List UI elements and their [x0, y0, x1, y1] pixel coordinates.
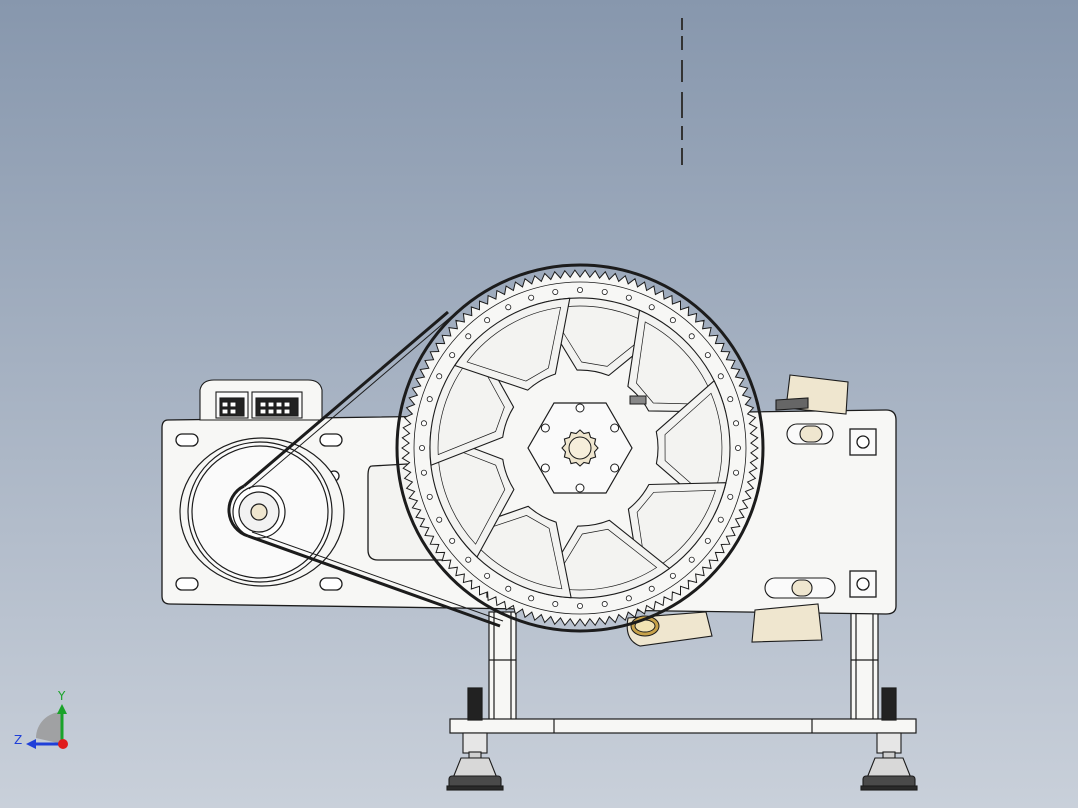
gear-bolt-hole	[648, 304, 655, 311]
gear-bolt-hole	[648, 585, 655, 592]
gear-bolt-hole	[426, 396, 433, 403]
leveling-feet	[446, 732, 918, 791]
gear-bolt-hole	[420, 469, 427, 476]
gear-bolt-hole	[727, 396, 734, 403]
gear-hub-bolt	[610, 423, 620, 433]
standoff-right	[850, 611, 879, 721]
gear-bolt-hole	[465, 333, 472, 340]
y-axis-label: Y	[57, 689, 66, 703]
gear-bolt-hole	[704, 352, 711, 359]
gear-bolt-hole	[727, 493, 734, 500]
belt-wrap	[395, 263, 765, 633]
gear-bolt-hole	[601, 288, 608, 295]
motor-connector	[199, 379, 323, 421]
gear-bolt-hole	[601, 601, 608, 608]
gear-spoke-window	[537, 519, 671, 599]
gear-bolt-hole	[552, 288, 559, 295]
gear-bolt-hole	[449, 352, 456, 359]
foot-right	[860, 732, 918, 791]
gear-bolt-hole	[505, 585, 512, 592]
gear-bolt-hole	[436, 373, 443, 380]
gear-bolt-hole	[577, 286, 584, 293]
gear-bolt-hole	[420, 420, 427, 427]
gear-bolt-hole	[735, 444, 742, 451]
z-axis-label: Z	[14, 733, 22, 747]
gear-bolt-hole	[426, 493, 433, 500]
gear-hub-bolt	[610, 463, 620, 473]
gear-bolt-hole	[449, 537, 456, 544]
gear-bolt-hole	[669, 572, 676, 579]
gear-hub-bolt	[540, 463, 550, 473]
gear-bolt-hole	[625, 595, 632, 602]
base-plate	[449, 718, 917, 734]
gear-hub-bolt	[540, 423, 550, 433]
leveling-screw-left	[467, 687, 483, 721]
gear-bolt-hole	[528, 595, 535, 602]
timing-belt	[227, 310, 504, 628]
gear-spoke-inner	[466, 306, 562, 382]
gear-bolt-hole	[669, 317, 676, 324]
large-timing-pulley	[395, 263, 765, 633]
standoff-left	[488, 611, 517, 721]
gear-bolt-hole	[688, 333, 695, 340]
set-screw	[629, 395, 647, 405]
gear-bolt-hole	[436, 516, 443, 523]
gear-bolt-hole	[717, 516, 724, 523]
gear-root-circle	[413, 281, 747, 615]
gear-bolt-hole	[465, 556, 472, 563]
motor-pulley	[179, 437, 345, 587]
gear-bolt-hole	[484, 317, 491, 324]
gear-bolt-hole	[577, 603, 584, 610]
gear-bolt-hole	[717, 373, 724, 380]
gear-hub-bolt	[575, 403, 585, 413]
gear-spoke-window	[655, 380, 731, 515]
gear-bolt-hole	[688, 556, 695, 563]
gear-bolt-hole	[704, 537, 711, 544]
gear-bolt-hole	[733, 469, 740, 476]
gear-shaft-center	[568, 436, 592, 460]
gear-bolt-hole	[418, 444, 425, 451]
gear-bolt-hole	[484, 572, 491, 579]
base-frame	[449, 611, 917, 734]
gear-bolt-hole	[505, 304, 512, 311]
gear-bolt-hole	[733, 420, 740, 427]
gear-bolt-hole	[528, 294, 535, 301]
coordinate-triad: Y Z	[14, 689, 68, 749]
tensioners	[764, 397, 836, 599]
leveling-screw-right	[881, 687, 897, 721]
gear-hub-bolt	[575, 483, 585, 493]
gear-bolt-hole	[552, 601, 559, 608]
foot-left	[446, 732, 504, 791]
gear-spoke-window	[429, 431, 515, 558]
gear-bolt-hole	[625, 294, 632, 301]
